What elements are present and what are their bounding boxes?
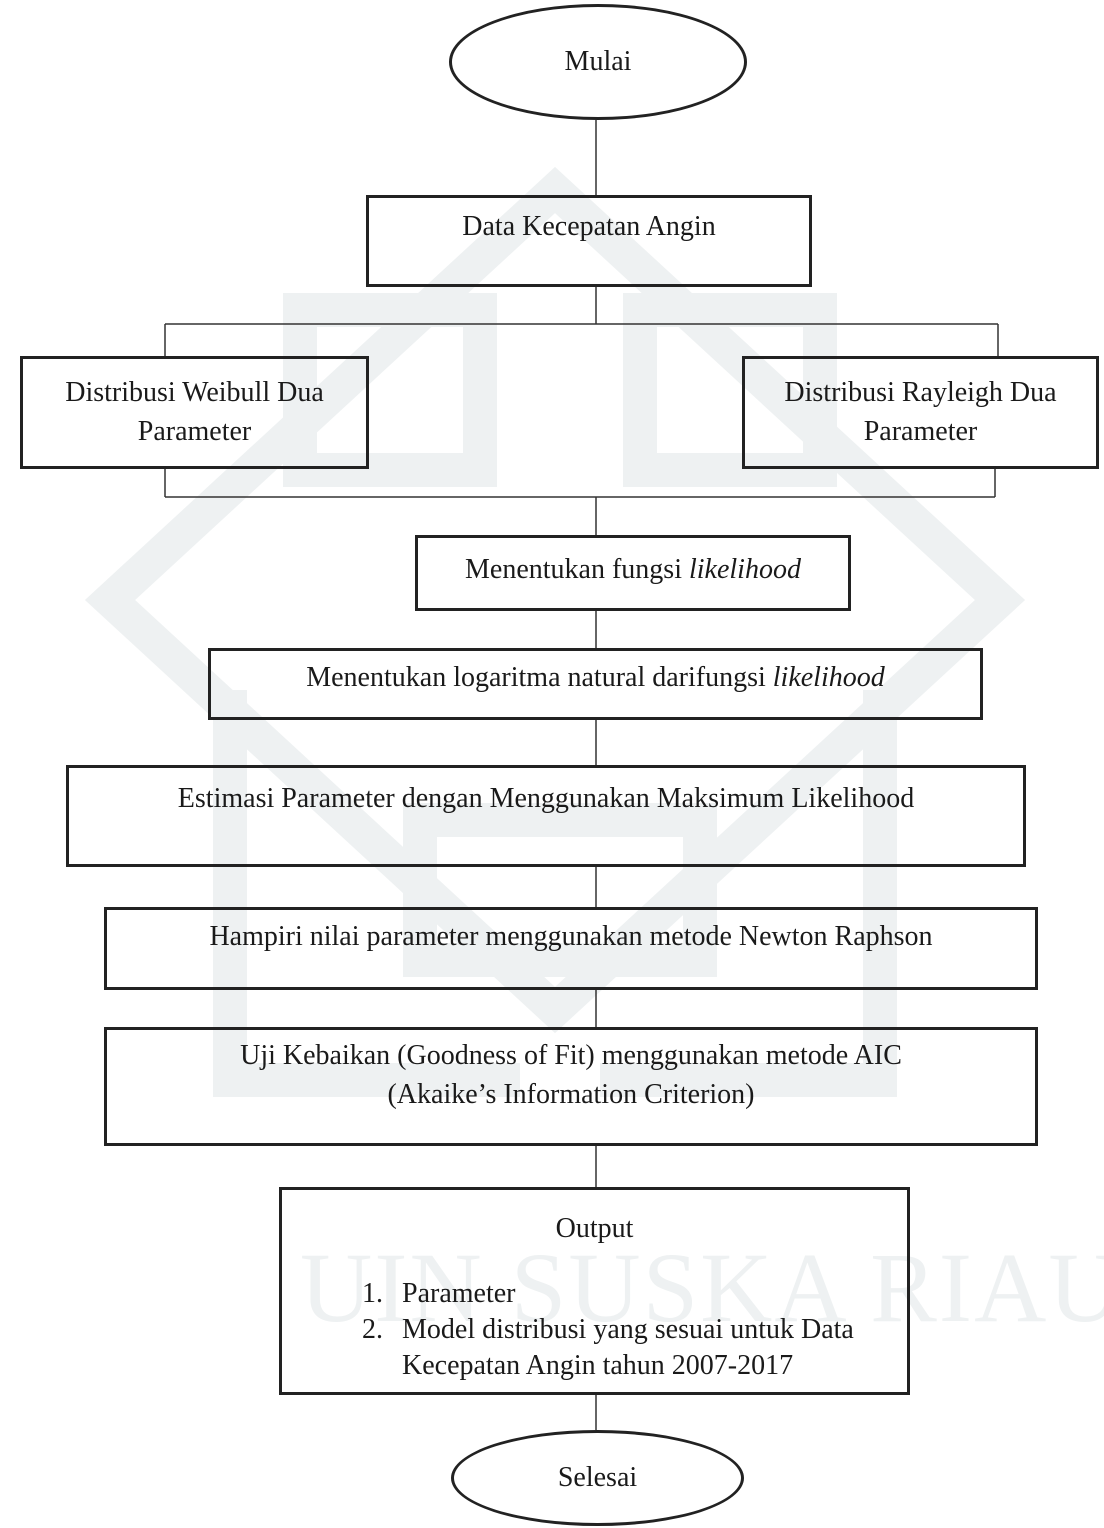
watermark-text: UIN SUSKA RIAU (300, 1232, 1104, 1343)
output-item-number: 2. (362, 1313, 383, 1345)
aic-label: Uji Kebaikan (Goodness of Fit) menggunak… (240, 1040, 902, 1110)
rayleigh-box: Distribusi Rayleigh Dua Parameter (742, 356, 1099, 469)
log-likelihood-box: Menentukan logaritma natural darifungsi … (208, 648, 983, 720)
weibull-label: Distribusi Weibull Dua Parameter (65, 377, 324, 447)
newton-label: Hampiri nilai parameter menggunakan meto… (209, 921, 933, 953)
likelihood-label-italic: likelihood (688, 553, 801, 585)
output-item-text: Parameter (402, 1278, 516, 1309)
likelihood-label: Menentukan fungsi likelihood (465, 551, 801, 589)
output-item: 1. Parameter (362, 1276, 854, 1312)
data-label: Data Kecepatan Angin (462, 210, 716, 242)
output-item-number: 1. (362, 1278, 383, 1309)
rayleigh-label: Distribusi Rayleigh Dua Parameter (784, 377, 1057, 447)
estimation-label: Estimasi Parameter dengan Menggunakan Ma… (177, 782, 915, 814)
estimation-box: Estimasi Parameter dengan Menggunakan Ma… (66, 765, 1026, 867)
log-likelihood-label-prefix: Menentukan logaritma natural darifungsi (306, 661, 773, 693)
log-likelihood-label-italic: likelihood (772, 661, 885, 693)
output-list: 1. Parameter 2. Model distribusi yang se… (362, 1276, 854, 1383)
newton-box: Hampiri nilai parameter menggunakan meto… (104, 907, 1038, 990)
end-label: Selesai (557, 1461, 638, 1493)
likelihood-label-prefix: Menentukan fungsi (465, 553, 689, 585)
output-item: 2. Model distribusi yang sesuai untuk Da… (362, 1312, 854, 1384)
start-terminal: Mulai (449, 4, 747, 120)
weibull-box: Distribusi Weibull Dua Parameter (20, 356, 369, 469)
output-item-text: Model distribusi yang sesuai untuk Data … (402, 1313, 854, 1381)
data-box: Data Kecepatan Angin (366, 195, 812, 287)
log-likelihood-label: Menentukan logaritma natural darifungsi … (306, 659, 885, 697)
likelihood-box: Menentukan fungsi likelihood (415, 535, 851, 611)
aic-box: Uji Kebaikan (Goodness of Fit) menggunak… (104, 1027, 1038, 1146)
output-box: Output 1. Parameter 2. Model distribusi … (279, 1187, 910, 1395)
end-terminal: Selesai (451, 1430, 744, 1526)
output-title: Output (555, 1213, 634, 1244)
start-label: Mulai (564, 45, 632, 77)
